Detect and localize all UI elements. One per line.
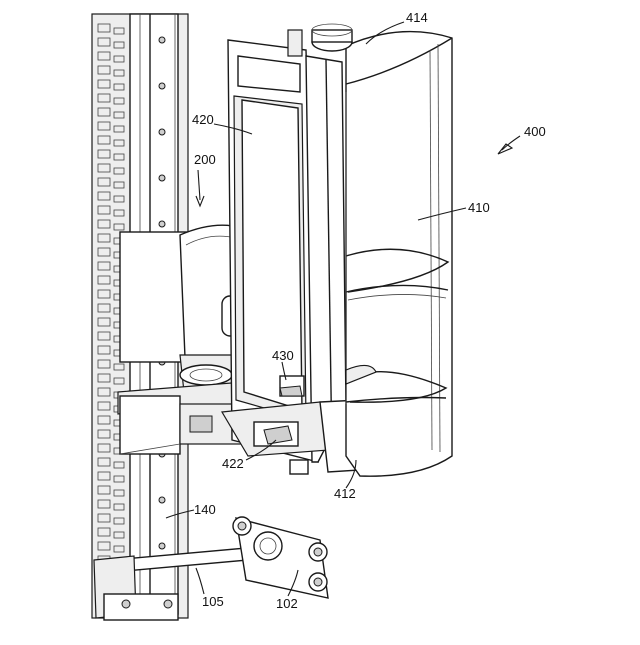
label-105: 105 [202, 594, 224, 609]
label-410: 410 [468, 200, 490, 215]
label-102: 102 [276, 596, 298, 611]
rail-bolt [159, 543, 165, 549]
label-200: 200 [194, 152, 216, 167]
rail-bolt [159, 221, 165, 227]
rail-bolt [159, 497, 165, 503]
label-412: 412 [334, 486, 356, 501]
rail-bolt [159, 37, 165, 43]
rail-bolt [159, 129, 165, 135]
rail-bolt [159, 175, 165, 181]
rail-bolt [159, 83, 165, 89]
label-140: 140 [194, 502, 216, 517]
label-400: 400 [524, 124, 546, 139]
label-414: 414 [406, 10, 428, 25]
label-420: 420 [192, 112, 214, 127]
label-430: 430 [272, 348, 294, 363]
label-422: 422 [222, 456, 244, 471]
